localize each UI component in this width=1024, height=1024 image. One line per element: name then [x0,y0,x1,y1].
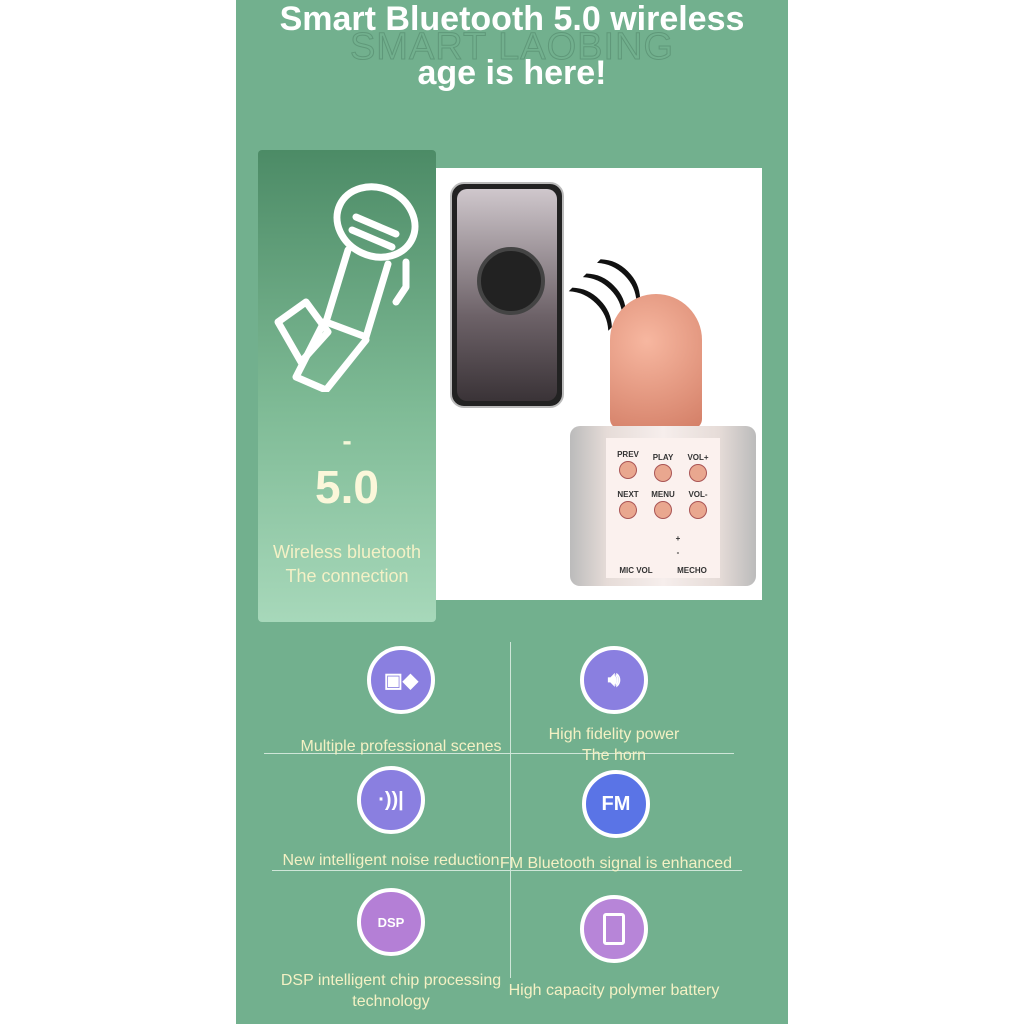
noise-reduction-icon: ·))| [357,766,425,834]
menu-button: MENU [643,490,683,519]
minus-label: - [676,548,680,557]
mecho-label: MECHO [677,566,707,575]
next-button: NEXT [608,490,648,519]
grid-divider-2 [272,870,742,871]
grid-divider-vertical [510,642,511,978]
feature-scenes: ▣◆ Multiple professional scenes [276,646,526,757]
microphone-icon [274,183,419,392]
smartphone-image [450,182,564,408]
prev-button: PREV [608,450,648,479]
product-photo: ))) PREV PLAY VOL+ NEXT MENU VOL- + - MI… [436,168,762,600]
feature-noise-reduction: ·))| New intelligent noise reduction [266,766,516,871]
speaker-icon: 🔊︎ [580,646,648,714]
caption-line2: The connection [285,566,409,586]
dash: - [342,425,352,456]
headline-line1: Smart Bluetooth 5.0 wireless [279,0,745,38]
feature-fm-bluetooth: FM FM Bluetooth signal is enhanced [491,770,741,874]
microphone-body-image: PREV PLAY VOL+ NEXT MENU VOL- + - MIC VO… [570,426,756,586]
apps-grid-icon: ▣◆ [367,646,435,714]
headline-line2: age is here! [417,54,607,92]
product-banner: Smart Bluetooth 5.0 wireless SMART LAOBI… [236,0,788,1024]
bluetooth-info-panel: - 5.0 Wireless bluetooth The connection [258,150,436,622]
vol-up-button: VOL+ [678,453,718,482]
play-button: PLAY [643,453,683,482]
control-panel: PREV PLAY VOL+ NEXT MENU VOL- + - MIC VO… [606,438,720,578]
microphone-head-image [610,294,702,429]
feature-dsp-chip: DSP DSP intelligent chip processing tech… [266,888,516,1012]
plus-label: + [675,534,681,543]
fm-chip-icon: FM [582,770,650,838]
watermark: SMART LAOBING [349,26,675,69]
dsp-chip-icon: DSP [357,888,425,956]
feature-battery: High capacity polymer battery [489,895,739,1001]
battery-icon [580,895,648,963]
vol-down-button: VOL- [678,490,718,519]
mic-vol-label: MIC VOL [619,566,653,575]
caption-line1: Wireless bluetooth [272,542,422,562]
grid-divider-1 [264,753,734,754]
bluetooth-version: 5.0 [315,461,379,513]
feature-hifi-horn: 🔊︎ High fidelity power The horn [489,646,739,766]
album-disc [477,247,545,315]
